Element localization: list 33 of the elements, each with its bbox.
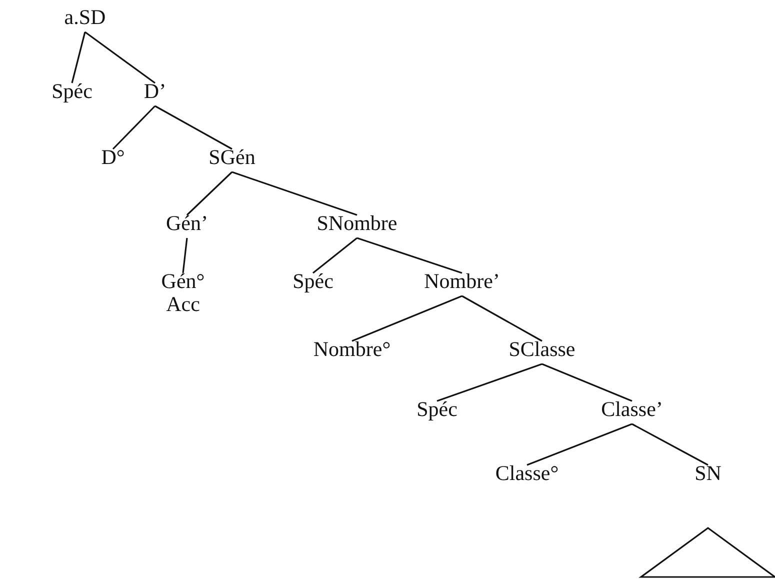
category-label: SClasse [508, 338, 576, 361]
category-label: Classe’ [601, 398, 663, 421]
category-label: D° [101, 146, 125, 169]
branch-line [526, 423, 632, 466]
category-label: Classe° [495, 462, 559, 485]
branch-line [84, 31, 156, 84]
category-label: Spéc [292, 270, 334, 293]
triangle [640, 528, 775, 578]
branch-line [186, 171, 233, 216]
branch-line [632, 423, 708, 466]
branch-line [312, 237, 358, 274]
category-label: Nombre’ [424, 270, 500, 293]
category-label: SGén [208, 146, 256, 169]
branch-line [356, 237, 462, 274]
branch-line [462, 295, 542, 342]
branch-line [71, 32, 86, 84]
category-label: a.SD [64, 6, 106, 29]
category-label: Gén’ [166, 212, 208, 235]
branch-line [112, 105, 156, 150]
category-label: SNombre [316, 212, 398, 235]
category-label: SN [694, 462, 722, 485]
category-label: Spéc [416, 398, 458, 421]
branch-line [542, 363, 632, 402]
branch-line [182, 238, 188, 274]
category-label: Acc [165, 293, 201, 316]
branch-line [232, 171, 358, 216]
category-label: Nombre° [313, 338, 391, 361]
branch-line [352, 295, 462, 342]
branch-line [154, 105, 232, 150]
category-label: Gén° [161, 270, 205, 293]
category-label: D’ [144, 80, 166, 103]
category-label: Spéc [52, 80, 92, 103]
branch-line [436, 363, 542, 402]
